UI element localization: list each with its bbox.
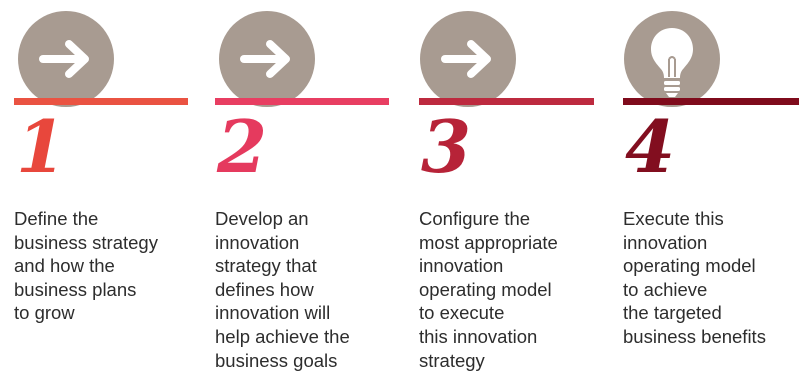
arrow-right-icon xyxy=(18,11,114,107)
step-4-description: Execute this innovation operating model … xyxy=(623,208,766,347)
lightbulb-icon xyxy=(624,11,720,107)
step-1-description: Define the business strategy and how the… xyxy=(14,208,158,324)
step-2-rule xyxy=(215,98,389,105)
step-4-rule xyxy=(623,98,799,105)
step-3: 3 Configure the most appropriate innovat… xyxy=(419,0,609,391)
arrow-right-icon xyxy=(420,11,516,107)
step-4: 4 Execute this innovation operating mode… xyxy=(623,0,799,391)
step-2: 2 Develop an innovation strategy that de… xyxy=(215,0,405,391)
arrow-right-icon xyxy=(219,11,315,107)
step-3-rule xyxy=(419,98,594,105)
step-1-rule xyxy=(14,98,188,105)
step-2-number: 2 xyxy=(217,104,268,189)
step-4-number: 4 xyxy=(625,104,676,189)
step-3-description: Configure the most appropriate innovatio… xyxy=(419,208,558,371)
step-1: 1 Define the business strategy and how t… xyxy=(14,0,204,391)
step-2-description: Develop an innovation strategy that defi… xyxy=(215,208,350,371)
step-1-number: 1 xyxy=(16,104,67,189)
step-3-number: 3 xyxy=(421,104,472,189)
